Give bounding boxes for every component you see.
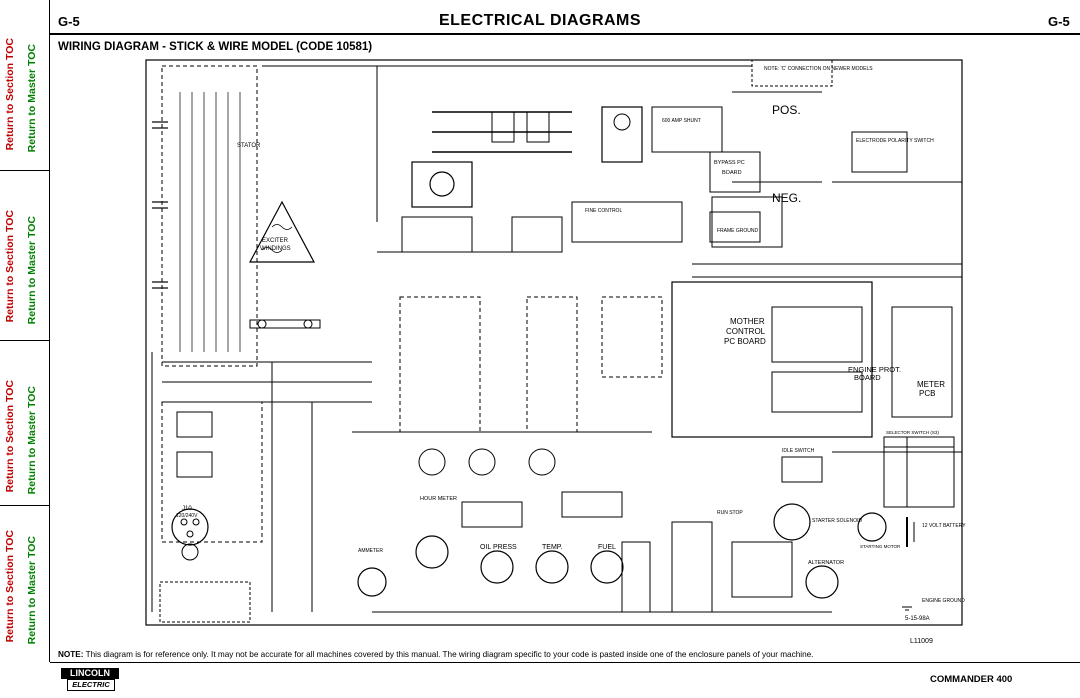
return-to-section-toc-link-1[interactable]: Return to Section TOC bbox=[4, 38, 16, 151]
return-to-section-toc-link-3[interactable]: Return to Section TOC bbox=[4, 380, 16, 493]
run-stop-label: RUN STOP bbox=[717, 510, 743, 516]
polarity-switch-label: ELECTRODE POLARITY SWITCH bbox=[856, 138, 934, 144]
return-to-master-toc-link-4[interactable]: Return to Master TOC bbox=[26, 536, 38, 645]
return-to-master-toc-link-1[interactable]: Return to Master TOC bbox=[26, 44, 38, 153]
logo-bottom-text: ELECTRIC bbox=[67, 679, 115, 691]
engine-ground-label: ENGINE GROUND bbox=[922, 598, 965, 604]
sidebar-divider bbox=[0, 505, 50, 506]
j10-label: J10 bbox=[182, 506, 192, 512]
shunt-label: 600 AMP SHUNT bbox=[662, 118, 701, 124]
idle-switch-label: IDLE SWITCH bbox=[782, 448, 815, 454]
exciter-label: EXCITER bbox=[262, 238, 289, 244]
return-to-master-toc-link-3[interactable]: Return to Master TOC bbox=[26, 386, 38, 495]
note-label: NOTE: bbox=[58, 650, 84, 659]
drawing-code: L11009 bbox=[910, 638, 933, 645]
wiring-diagram-svg: STATOR EXCITER WINDINGS POS. NEG. 600 AM… bbox=[145, 59, 966, 626]
sidebar-nav: Return to Section TOC Return to Master T… bbox=[0, 0, 50, 662]
oil-press-label: OIL PRESS bbox=[480, 544, 517, 551]
logo-top-text: LINCOLN bbox=[61, 668, 119, 679]
page-number-left: G-5 bbox=[58, 14, 80, 29]
sidebar-divider bbox=[0, 340, 50, 341]
bypass-pc-label: BYPASS PC bbox=[714, 160, 745, 166]
temp-label: TEMP. bbox=[542, 544, 563, 551]
wiring-diagram: STATOR EXCITER WINDINGS POS. NEG. 600 AM… bbox=[132, 52, 982, 632]
fine-control-label: FINE CONTROL bbox=[585, 208, 622, 214]
engine-prot-label: ENGINE PROT. bbox=[848, 365, 901, 374]
model-name: COMMANDER 400 bbox=[930, 674, 1013, 685]
meter-label: METER bbox=[917, 380, 945, 389]
note-text: This diagram is for reference only. It m… bbox=[83, 650, 814, 659]
sidebar-border bbox=[49, 0, 50, 662]
diagram-title: WIRING DIAGRAM - STICK & WIRE MODEL (COD… bbox=[58, 41, 373, 53]
stator-label: STATOR bbox=[237, 143, 261, 149]
pcb-label: PCB bbox=[919, 389, 935, 398]
note-connection-label: NOTE: 'C' CONNECTION ON NEWER MODELS bbox=[764, 66, 873, 72]
neg-terminal-label: NEG. bbox=[772, 191, 801, 205]
footer-rule bbox=[50, 662, 1080, 663]
control-label: CONTROL bbox=[726, 327, 766, 336]
battery-label: 12 VOLT BATTERY bbox=[922, 523, 966, 529]
engine-prot-board-label: BOARD bbox=[854, 373, 881, 382]
ammeter-label: AMMETER bbox=[358, 548, 383, 554]
alternator-label: ALTERNATOR bbox=[808, 560, 844, 566]
reference-note: NOTE: This diagram is for reference only… bbox=[58, 650, 813, 659]
revision-date-label: 5-15-98A bbox=[905, 616, 930, 622]
starter-solenoid-label: STARTER SOLENOID bbox=[812, 518, 862, 524]
selector-switch-label: SELECTOR SWITCH (S3) bbox=[886, 430, 939, 435]
bypass-board-label: BOARD bbox=[722, 170, 742, 176]
hour-meter-label: HOUR METER bbox=[420, 496, 457, 502]
pc-board-label: PC BOARD bbox=[724, 337, 766, 346]
lincoln-electric-logo: LINCOLN ELECTRIC bbox=[61, 668, 119, 691]
starting-motor-label: STARTING MOTOR bbox=[860, 544, 901, 549]
frame-ground-label: FRAME GROUND bbox=[717, 228, 759, 234]
mother-label: MOTHER bbox=[730, 317, 765, 326]
windings-label: WINDINGS bbox=[260, 246, 291, 252]
return-to-master-toc-link-2[interactable]: Return to Master TOC bbox=[26, 216, 38, 325]
page-title: ELECTRICAL DIAGRAMS bbox=[438, 12, 642, 29]
return-to-section-toc-link-2[interactable]: Return to Section TOC bbox=[4, 210, 16, 323]
pos-terminal-label: POS. bbox=[772, 103, 801, 117]
page-number-right: G-5 bbox=[1048, 14, 1070, 29]
sidebar-divider bbox=[0, 170, 50, 171]
return-to-section-toc-link-4[interactable]: Return to Section TOC bbox=[4, 530, 16, 643]
header-rule bbox=[50, 33, 1080, 35]
receptacle-voltage-label: 120/240V bbox=[176, 513, 198, 519]
fuel-label: FUEL bbox=[598, 544, 616, 551]
